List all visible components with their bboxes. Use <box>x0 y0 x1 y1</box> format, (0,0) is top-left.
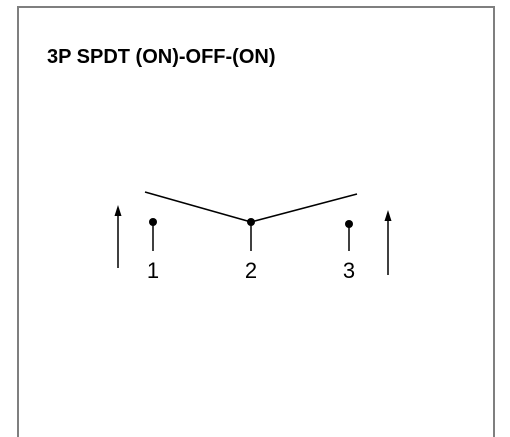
terminal-label-3: 3 <box>343 258 355 283</box>
switch-title: 3P SPDT (ON)-OFF-(ON) <box>47 46 276 68</box>
right-arrow-icon <box>384 210 392 275</box>
lever-arm-left <box>144 191 252 223</box>
terminal-2 <box>247 218 255 251</box>
left-arrow-icon <box>114 205 122 268</box>
terminal-label-1: 1 <box>147 258 159 283</box>
terminal-label-2: 2 <box>245 258 257 283</box>
lever-arm-right <box>250 193 358 223</box>
terminal-1 <box>149 218 157 251</box>
terminal-3 <box>345 220 353 251</box>
